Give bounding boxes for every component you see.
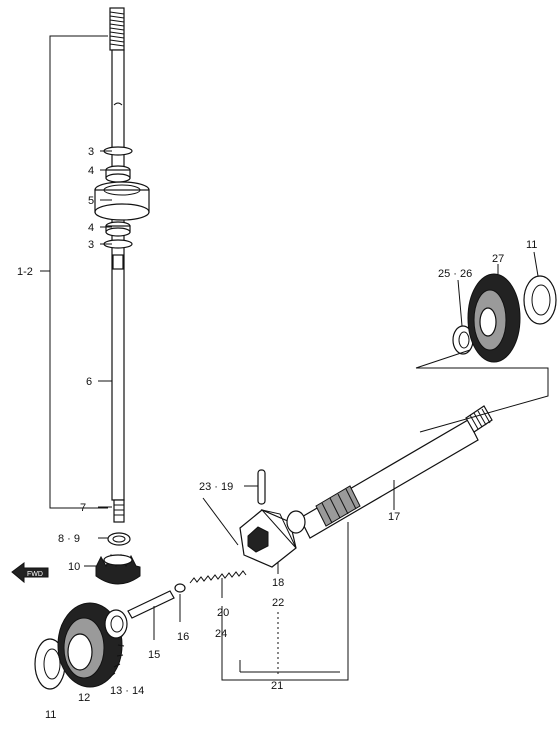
label-7: 7 xyxy=(80,502,86,514)
label-3-lower: 3 xyxy=(88,239,94,251)
leader-23 xyxy=(202,497,239,546)
label-3-upper: 3 xyxy=(88,146,94,158)
label-25-26: 25 · 26 xyxy=(438,268,472,280)
spacer-4-lower xyxy=(105,221,131,237)
bearing-5 xyxy=(94,181,150,221)
label-13-14: 13 · 14 xyxy=(110,685,144,697)
label-5: 5 xyxy=(88,195,94,207)
shim-13-14 xyxy=(104,609,128,639)
label-15: 15 xyxy=(148,649,160,661)
spacer-4-upper xyxy=(105,165,131,183)
label-21: 21 xyxy=(271,680,283,692)
pinion-gear-10 xyxy=(95,553,141,585)
reverse-gear-27 xyxy=(467,264,521,363)
label-6: 6 xyxy=(86,376,92,388)
label-12: 12 xyxy=(78,692,90,704)
washer-11-upper xyxy=(523,251,557,325)
label-11-lower: 11 xyxy=(45,709,56,721)
bracket-1-2 xyxy=(40,35,108,509)
drive-shaft xyxy=(109,7,125,523)
label-17: 17 xyxy=(388,511,400,523)
label-10: 10 xyxy=(68,561,80,573)
label-20: 20 xyxy=(217,607,229,619)
label-27: 27 xyxy=(492,253,504,265)
label-24: 24 xyxy=(215,628,227,640)
label-4-upper: 4 xyxy=(88,165,94,177)
propeller-shaft-17 xyxy=(286,405,493,539)
label-23-19: 23 · 19 xyxy=(199,481,233,493)
ball-16 xyxy=(174,583,186,622)
label-8-9: 8 · 9 xyxy=(58,533,80,545)
label-18: 18 xyxy=(272,577,284,589)
bracket-24-21 xyxy=(221,522,349,681)
label-22: 22 xyxy=(272,597,284,609)
svg-text:FWD: FWD xyxy=(27,571,43,578)
callout-labels: 1-2 3 4 5 4 3 6 7 8 · 9 10 11 12 13 · 14… xyxy=(17,146,537,721)
washer-8-9 xyxy=(107,532,131,546)
leaders-left xyxy=(84,150,112,567)
label-4-lower: 4 xyxy=(88,222,94,234)
spring-20 xyxy=(189,570,247,598)
clutch-dog-18 xyxy=(239,509,297,574)
pin-19 xyxy=(244,469,266,505)
label-11-upper: 11 xyxy=(526,239,537,251)
bracket-25-27 xyxy=(415,349,549,433)
label-1-2: 1-2 xyxy=(17,266,33,278)
label-16: 16 xyxy=(177,631,189,643)
push-rod-15 xyxy=(127,590,175,640)
fwd-arrow: FWD xyxy=(11,562,49,584)
